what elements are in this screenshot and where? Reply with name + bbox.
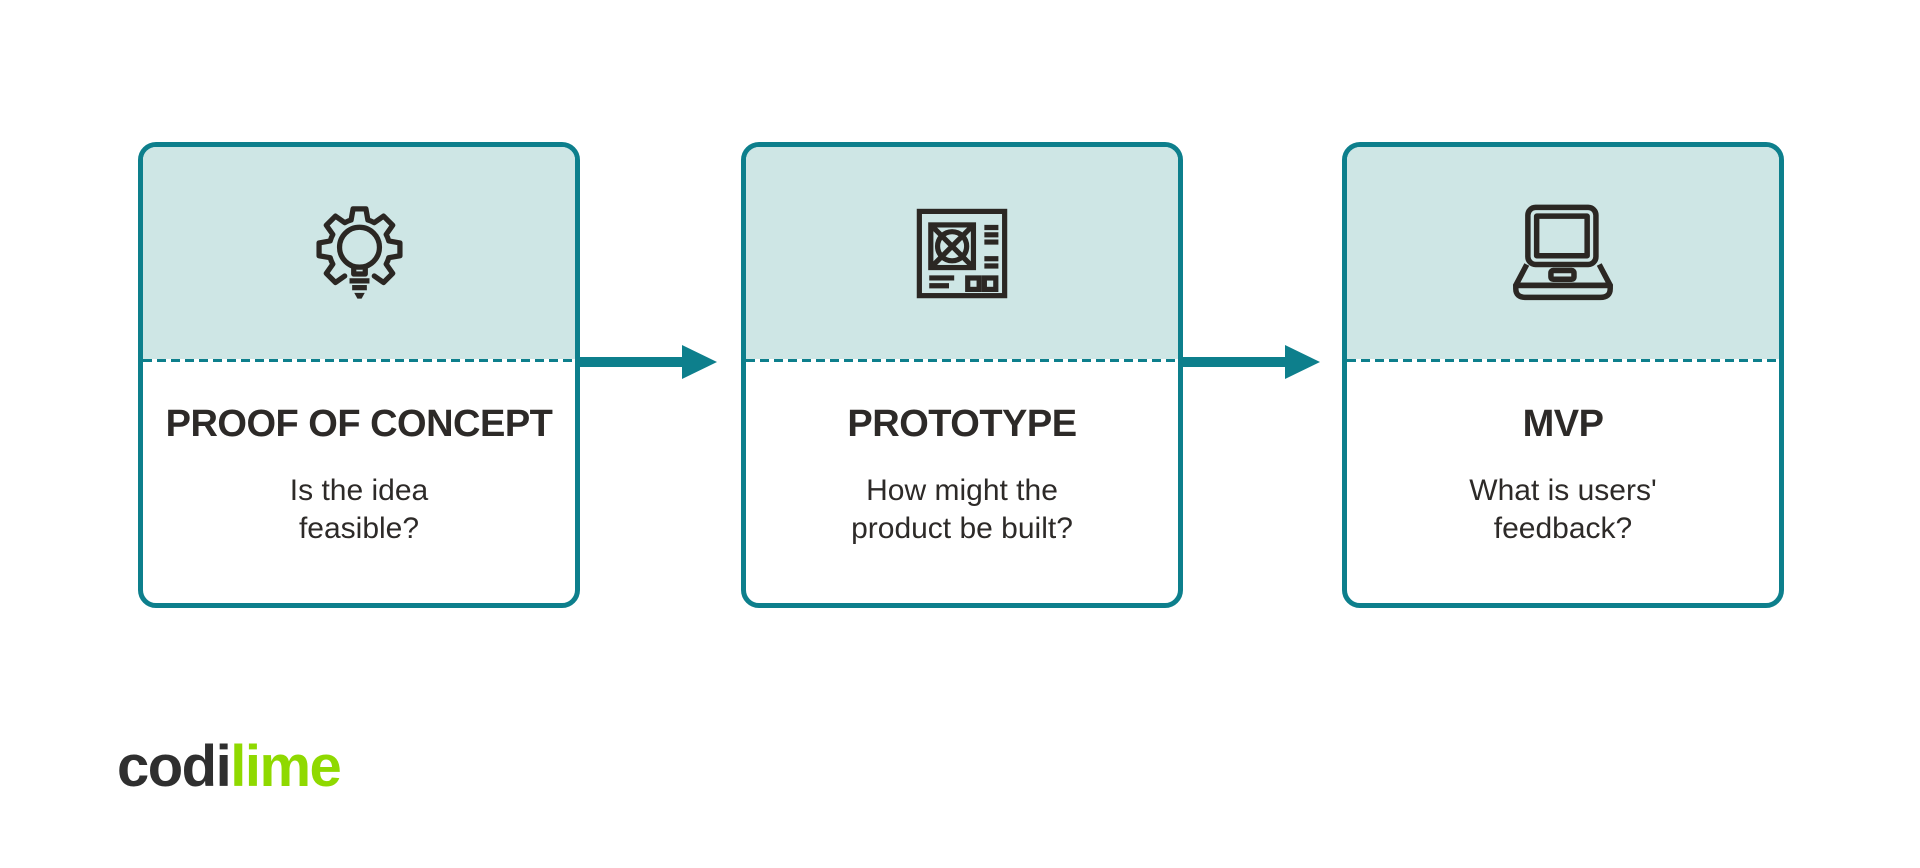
dashed-divider (1347, 359, 1779, 362)
card-description: How might the product be built? (746, 472, 1178, 548)
description-line: product be built? (851, 512, 1073, 545)
gear-lightbulb-icon (307, 203, 412, 303)
card-body: MVP What is users' feedback? (1347, 402, 1779, 548)
blueprint-wireframe-icon (910, 201, 1014, 305)
card-header (143, 147, 575, 359)
card-title: PROOF OF CONCEPT (165, 403, 553, 445)
description-line: feasible? (298, 512, 420, 545)
dashed-divider (143, 359, 575, 362)
logo-text-lime: lime (230, 734, 342, 799)
description-line: What is users' (1469, 474, 1657, 507)
codilime-logo: codilime (117, 733, 342, 800)
card-description: Is the idea feasible? (143, 472, 575, 548)
flow-arrow-icon (580, 340, 720, 389)
card-description: What is users' feedback? (1347, 472, 1779, 548)
card-header (746, 147, 1178, 359)
dashed-divider (746, 359, 1178, 362)
description-line: feedback? (1493, 512, 1633, 545)
card-body: PROOF OF CONCEPT Is the idea feasible? (143, 402, 575, 548)
logo-text-codi: codi (117, 734, 232, 799)
card-proof-of-concept: PROOF OF CONCEPT Is the idea feasible? (138, 142, 580, 608)
card-prototype: PROTOTYPE How might the product be built… (741, 142, 1183, 608)
card-title: MVP (1522, 403, 1604, 445)
card-title: PROTOTYPE (847, 403, 1077, 445)
card-header (1347, 147, 1779, 359)
description-line: Is the idea (289, 474, 429, 507)
card-mvp: MVP What is users' feedback? (1342, 142, 1784, 608)
flow-arrow-icon (1183, 340, 1323, 389)
card-body: PROTOTYPE How might the product be built… (746, 402, 1178, 548)
laptop-icon (1508, 203, 1618, 304)
description-line: How might the (866, 474, 1058, 507)
